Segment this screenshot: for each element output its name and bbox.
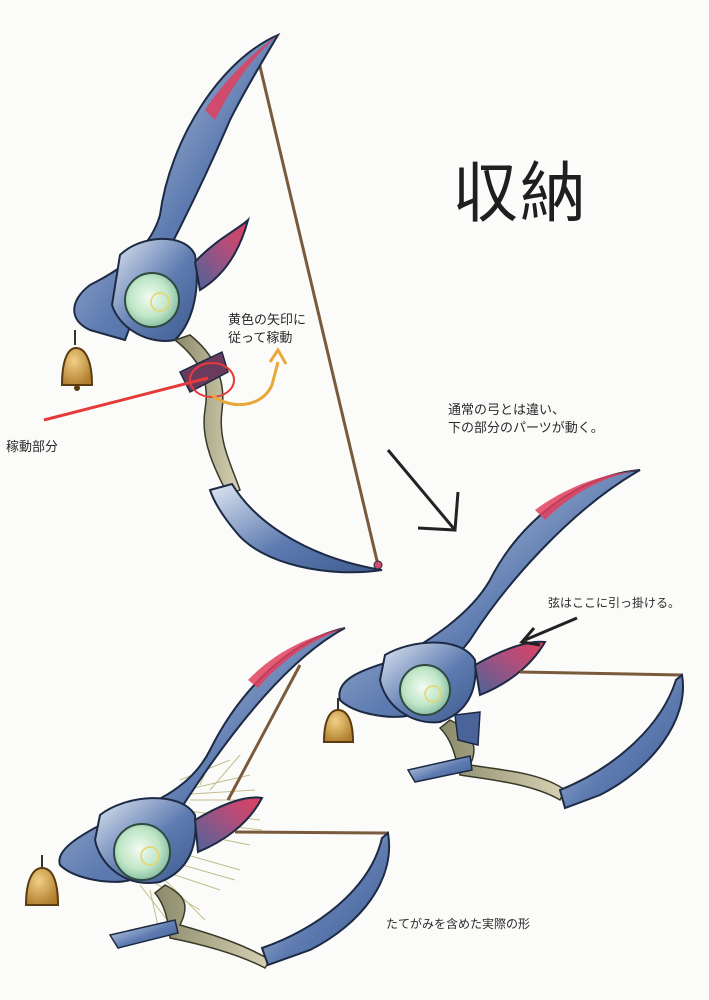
string-mane: [234, 830, 389, 835]
lower-blade: [208, 482, 383, 574]
string-folded: [519, 670, 683, 677]
string-hook-note: 弦はここに引っ掛ける。: [548, 596, 681, 610]
bow-folded: [322, 469, 685, 810]
transition-arrow: [386, 449, 460, 532]
lower-blade-folded: [558, 673, 685, 810]
bow-with-mane: [24, 627, 391, 969]
bow-unfolded: [43, 32, 383, 574]
jaw-folded: [406, 755, 473, 783]
eye-folded: [399, 664, 451, 716]
yellow-arrow-note: 黄色の矢印に 従って稼動: [228, 313, 307, 346]
normal-bow-note: 通常の弓とは違い、 下の部分のパーツが動く。: [448, 403, 604, 436]
rotate-arrow: [211, 361, 280, 407]
page-title: 収納: [452, 155, 588, 232]
head-fin-folded: [473, 640, 547, 697]
eye: [124, 272, 180, 328]
grip-shaft: [173, 334, 241, 496]
pointer-line-red: [43, 376, 209, 422]
bow-string: [256, 57, 380, 566]
bell-icon: [60, 330, 94, 391]
jaw-mane: [108, 919, 179, 949]
bell-icon-mane: [24, 855, 60, 906]
moving-part-circle: [189, 362, 235, 398]
head-fin: [193, 216, 250, 292]
mane-note: たてがみを含めた実際の形: [386, 917, 531, 931]
head-fin-mane: [193, 796, 264, 854]
bell-icon-folded: [322, 698, 355, 743]
moving-part-label: 稼動部分: [6, 440, 59, 455]
hook-pointer-arrow: [524, 616, 578, 642]
lower-blade-mane: [260, 831, 391, 967]
